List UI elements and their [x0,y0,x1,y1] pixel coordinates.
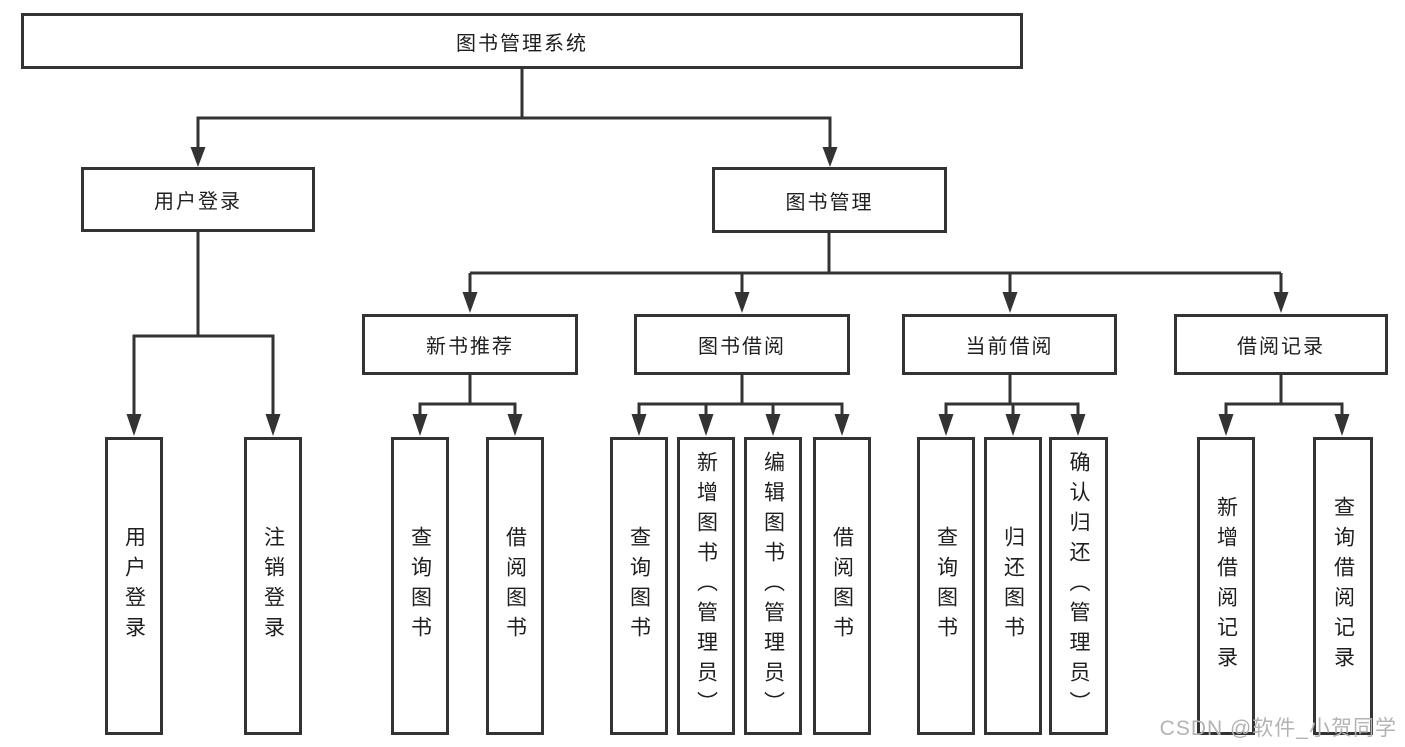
node-library-management-system: 图书管理系统 [21,13,1023,69]
leaf-label: 新增图书（管理员） [694,451,718,721]
node-book-management: 图书管理 [712,167,947,233]
leaf-add-borrow-record: 新增借阅记录 [1197,437,1255,735]
node-new-book-recommendation: 新书推荐 [362,314,578,375]
leaf-add-books-admin: 新增图书（管理员） [677,437,735,735]
leaf-confirm-return-admin: 确认归还（管理员） [1049,437,1108,735]
leaf-query-books-borrowing: 查询图书 [610,437,668,735]
leaf-query-books-current: 查询图书 [917,437,975,735]
csdn-watermark: CSDN @软件_小贺同学 [1159,717,1397,740]
node-label: 新书推荐 [426,336,514,358]
leaf-label: 查询图书 [408,526,432,646]
leaf-label: 确认归还（管理员） [1067,451,1090,721]
leaf-label: 用户登录 [122,526,146,646]
leaf-label: 查询图书 [934,526,958,646]
node-label: 图书管理 [785,191,874,214]
leaf-label: 注销登录 [261,526,285,646]
node-label: 借阅记录 [1237,336,1325,358]
node-label: 图书借阅 [698,336,786,358]
leaf-label: 借阅图书 [830,526,854,646]
leaf-label: 归还图书 [1001,526,1025,646]
leaf-return-books: 归还图书 [984,437,1042,735]
leaf-label: 借阅图书 [503,526,527,646]
leaf-label: 新增借阅记录 [1214,496,1238,676]
leaf-query-books-recommend: 查询图书 [391,437,449,735]
leaf-label: 查询借阅记录 [1331,496,1355,676]
leaf-query-borrow-record: 查询借阅记录 [1313,437,1373,735]
node-user-login: 用户登录 [81,167,315,232]
node-label: 图书管理系统 [456,32,588,55]
node-label: 当前借阅 [965,336,1054,358]
node-current-borrowing: 当前借阅 [902,314,1117,375]
node-label: 用户登录 [154,191,242,213]
leaf-borrow-books-recommend: 借阅图书 [486,437,544,735]
leaf-user-login: 用户登录 [105,437,163,735]
leaf-borrow-books-borrowing: 借阅图书 [813,437,871,735]
leaf-label: 编辑图书（管理员） [761,451,785,721]
leaf-label: 查询图书 [627,526,651,646]
leaf-edit-books-admin: 编辑图书（管理员） [744,437,802,735]
node-book-borrowing: 图书借阅 [634,314,850,375]
leaf-logout: 注销登录 [244,437,302,735]
node-borrowing-records: 借阅记录 [1174,314,1388,375]
